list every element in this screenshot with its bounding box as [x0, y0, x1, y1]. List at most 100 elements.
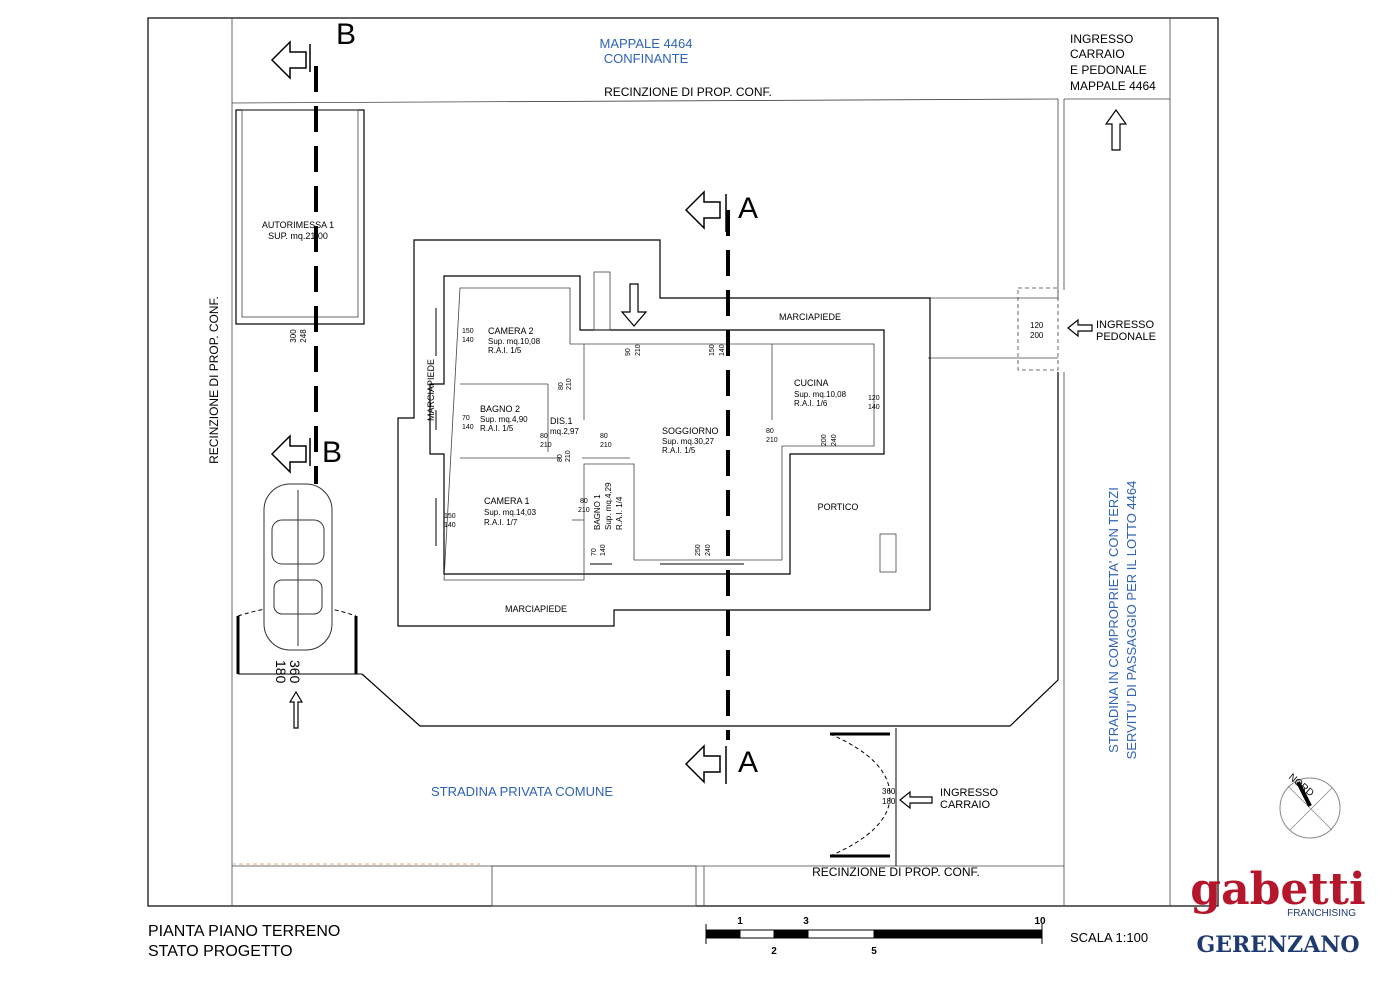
ingresso-label: E PEDONALE — [1070, 63, 1147, 77]
garage-outline — [235, 109, 365, 325]
marciapiede-left: MARCIAPIEDE — [426, 359, 436, 421]
car-icon — [263, 483, 333, 651]
garage-inner — [241, 109, 359, 318]
dim-c2w-b: 140 — [462, 337, 474, 344]
dim-disd-a: 80 — [600, 433, 608, 440]
house-outer-wall — [429, 275, 885, 575]
arrow-down-icon — [620, 283, 648, 327]
garage-door-w: 300 — [289, 329, 298, 343]
scale-tick: 2 — [771, 946, 777, 957]
fence-label-top: RECINZIONE DI PROP. CONF. — [604, 85, 772, 99]
room-camera2-area: Sup. mq.10,08 — [488, 337, 541, 346]
sidewalk-outline — [397, 239, 931, 627]
dim-c1w-b: 140 — [444, 522, 456, 529]
dim-cucd-b: 210 — [766, 437, 778, 444]
stradina-right-sub: SERVITU' DI PASSAGGIO PER IL LOTTO 4464 — [1124, 481, 1139, 760]
dim-disd-b: 210 — [600, 442, 612, 449]
room-dis1-area: mq.2,97 — [550, 427, 579, 436]
room-dis1: DIS.1 — [550, 416, 573, 426]
dim-b2w-b: 140 — [462, 424, 474, 431]
mappale-label: MAPPALE 4464 — [600, 36, 693, 51]
chimney — [593, 271, 611, 331]
scale-tick: 10 — [1034, 916, 1046, 927]
courtyard-outline — [361, 372, 1059, 727]
garage-area: SUP. mq.21,00 — [268, 231, 328, 241]
dim-b2d-b: 210 — [540, 442, 552, 449]
ingresso-label: CARRAIO — [1070, 47, 1125, 61]
opening-car-w: 360 — [882, 787, 896, 796]
section-marker-a-top — [684, 190, 727, 232]
logo-city: GERENZANO — [1196, 932, 1359, 958]
stradina-right-label: STRADINA IN COMPROPRIETA' CON TERZI — [1106, 487, 1121, 753]
window-marks — [435, 308, 885, 565]
section-a-label: A — [738, 192, 758, 225]
room-soggiorno-area: Sup. mq.30,27 — [662, 437, 715, 446]
garage-name: AUTORIMESSA 1 — [262, 220, 334, 230]
scale-label: SCALA 1:100 — [1070, 930, 1148, 945]
dim-cucp-b: 240 — [831, 434, 838, 446]
dim-cucd-a: 80 — [766, 428, 774, 435]
dim-entr-b: 210 — [635, 344, 642, 356]
ingresso-label: MAPPALE 4464 — [1070, 79, 1156, 93]
logo-sub: FRANCHISING — [1287, 908, 1356, 919]
pedestrian-gate — [1017, 287, 1059, 371]
stradina-privata-label: STRADINA PRIVATA COMUNE — [431, 784, 613, 799]
ingresso-label: INGRESSO — [1070, 32, 1133, 46]
title-block: PIANTA PIANO TERRENO STATO PROGETTO SCAL… — [148, 916, 1148, 960]
arrow-left-icon — [899, 790, 933, 810]
garage-door-h: 248 — [299, 329, 308, 343]
room-bagno1-rai: R.A.I. 1/4 — [615, 496, 624, 530]
room-camera1: CAMERA 1 — [484, 496, 530, 506]
scale-tick: 3 — [803, 916, 809, 927]
section-b-label: B — [322, 436, 342, 469]
drawing-subtitle: STATO PROGETTO — [148, 943, 293, 960]
room-soggiorno: SOGGIORNO — [662, 426, 719, 436]
dim-b2d-a: 80 — [540, 433, 548, 440]
room-bagno1: BAGNO 1 — [593, 494, 602, 530]
portico-label: PORTICO — [818, 502, 859, 512]
ingresso-carraio-label: CARRAIO — [940, 799, 991, 811]
room-camera1-area: Sup. mq.14,03 — [484, 508, 537, 517]
room-bagno2: BAGNO 2 — [480, 404, 520, 414]
dim-b1w-a: 70 — [591, 548, 598, 556]
marciapiede-top: MARCIAPIEDE — [779, 312, 841, 322]
arrow-up-icon — [288, 690, 304, 729]
bottom-wall-left — [491, 865, 697, 907]
room-cucina-rai: R.A.I. 1/6 — [794, 399, 828, 408]
ingresso-carraio-label: INGRESSO — [940, 787, 999, 799]
mappale-sub-label: CONFINANTE — [604, 51, 689, 66]
opening-gate-h: 180 — [273, 660, 289, 684]
dim-cucp-a: 200 — [821, 434, 828, 446]
logo-brand: gabetti — [1190, 864, 1365, 915]
car-gate — [236, 605, 362, 675]
drawing-title: PIANTA PIANO TERRENO — [148, 923, 340, 940]
dim-sogw-b: 140 — [719, 344, 726, 356]
driveway-gate — [829, 728, 897, 866]
room-soggiorno-rai: R.A.I. 1/5 — [662, 446, 696, 455]
dim-sogp-b: 240 — [705, 544, 712, 556]
opening-gate-w: 360 — [287, 660, 303, 684]
dim-c2d-b: 210 — [566, 378, 573, 390]
dim-b2w-a: 70 — [462, 415, 470, 422]
fence-label-left: RECINZIONE DI PROP. CONF. — [207, 296, 221, 464]
section-marker-b-top — [270, 40, 311, 80]
ingresso-pedonale-label: PEDONALE — [1096, 331, 1156, 343]
room-camera1-rai: R.A.I. 1/7 — [484, 518, 518, 527]
room-bagno2-rai: R.A.I. 1/5 — [480, 424, 514, 433]
room-cucina: CUCINA — [794, 378, 829, 388]
house-inner-wall — [443, 287, 875, 581]
arrow-up-icon — [1104, 108, 1128, 151]
dim-entr-a: 90 — [625, 348, 632, 356]
dim-c2d-a: 80 — [558, 382, 565, 390]
dim-c1d-a: 80 — [557, 454, 564, 462]
section-b-label: B — [336, 18, 356, 51]
section-marker-a-bottom — [684, 744, 727, 784]
dim-sogp-a: 250 — [695, 544, 702, 556]
scale-tick: 5 — [871, 946, 877, 957]
room-bagno1-area: Sup. mq.4,29 — [604, 482, 613, 530]
room-camera2: CAMERA 2 — [488, 326, 534, 336]
compass-icon — [1279, 777, 1341, 839]
opening-ped-w: 120 — [1030, 321, 1044, 330]
